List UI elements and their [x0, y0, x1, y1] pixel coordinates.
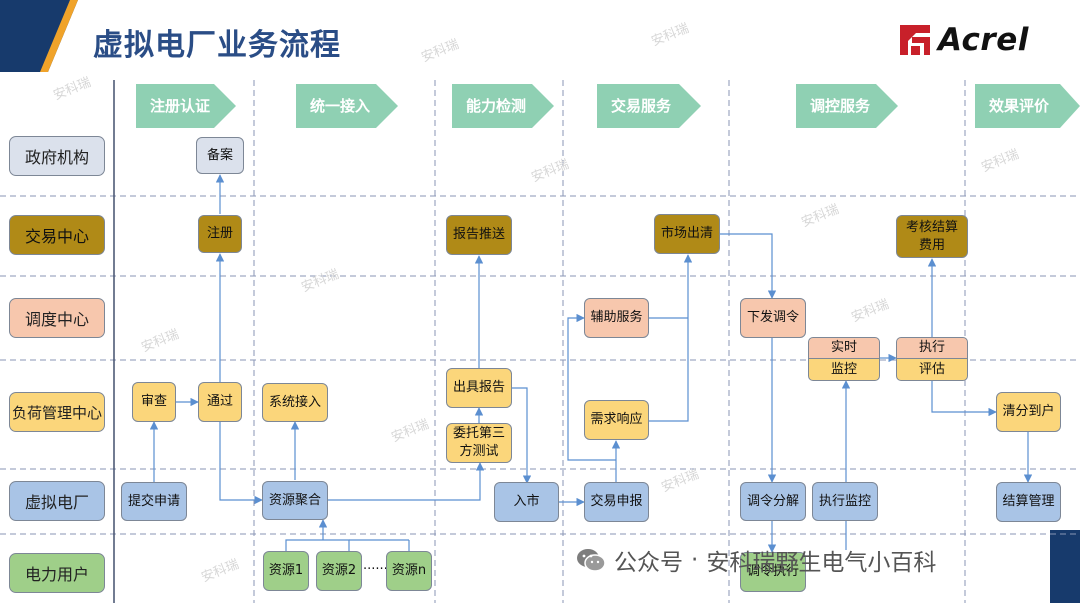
node-resource-n: 资源n: [386, 551, 432, 591]
node-demand-response: 需求响应: [584, 400, 649, 440]
node-monitoring: 监控: [808, 358, 880, 381]
node-evaluation: 评估: [896, 358, 968, 381]
node-assessment-line2: 费用: [918, 237, 945, 253]
node-execution: 执行: [896, 337, 968, 359]
wechat-account-name: 安科瑞野生电气小百科: [706, 550, 937, 576]
node-submit-application: 提交申请: [121, 482, 187, 521]
phase-arrow-capability: 能力检测: [452, 84, 554, 128]
phase-label: 交易服务: [611, 97, 672, 115]
node-realtime: 实时: [808, 337, 880, 359]
resource-ellipsis: ·······: [363, 562, 392, 577]
lane-virtual-power-plant: 虚拟电厂: [9, 481, 105, 521]
phase-label: 注册认证: [150, 97, 211, 115]
page-title: 虚拟电厂业务流程: [93, 28, 341, 63]
node-report-push: 报告推送: [446, 215, 512, 255]
wechat-label: 公众号: [614, 550, 683, 576]
node-filing: 备案: [196, 137, 244, 174]
node-market-clearing: 市场出清: [654, 214, 720, 254]
lane-dispatch-center: 调度中心: [9, 298, 105, 338]
node-review: 审查: [132, 382, 176, 422]
node-issue-dispatch-order: 下发调令: [740, 298, 806, 338]
phase-label: 效果评价: [989, 97, 1050, 115]
node-settlement-management: 结算管理: [996, 482, 1061, 522]
lane-trading-center: 交易中心: [9, 215, 105, 255]
lane-government: 政府机构: [9, 136, 105, 176]
lane-load-management: 负荷管理中心: [9, 392, 105, 432]
lane-power-user: 电力用户: [9, 553, 105, 593]
connectors: [149, 174, 1033, 553]
phase-arrow-evaluation: 效果评价: [975, 84, 1080, 128]
node-system-access: 系统接入: [262, 383, 328, 422]
node-third-party-test-line1: 委托第三: [452, 426, 505, 441]
node-resource-2: 资源2: [316, 551, 362, 591]
logo-text: Acrel: [938, 22, 1029, 58]
node-order-execution: 调令执行: [740, 552, 806, 592]
acrel-logo-icon: [900, 25, 930, 55]
wechat-account-label: 公众号 · 安科瑞野生电气小百科: [576, 543, 936, 577]
node-assessment-settlement: 考核结算 费用: [896, 215, 968, 258]
wechat-separator: ·: [691, 547, 699, 573]
phase-label: 调控服务: [810, 97, 871, 115]
node-order-decomposition: 调令分解: [740, 482, 806, 521]
node-resource-1: 资源1: [263, 551, 309, 591]
corner-bar-bottom-right: [1050, 530, 1080, 603]
node-market-entry: 入市: [494, 482, 559, 522]
node-register: 注册: [198, 215, 242, 253]
wechat-icon: [577, 549, 606, 572]
phase-arrow-access: 统一接入: [296, 84, 398, 128]
phase-label: 能力检测: [466, 97, 527, 115]
node-third-party-test: 委托第三 方测试: [446, 423, 512, 463]
node-clear-to-household: 清分到户: [996, 392, 1061, 432]
node-third-party-test-line2: 方测试: [459, 444, 499, 459]
node-ancillary-service: 辅助服务: [584, 298, 649, 338]
phase-label: 统一接入: [310, 97, 371, 115]
node-assessment-line1: 考核结算: [905, 219, 958, 235]
phase-arrow-trading: 交易服务: [597, 84, 701, 128]
node-execution-monitoring: 执行监控: [812, 482, 878, 521]
corner-decoration: [0, 0, 78, 72]
brand-logo: Acrel: [898, 22, 1029, 58]
node-approved: 通过: [198, 382, 242, 422]
node-issue-report: 出具报告: [446, 368, 512, 408]
node-resource-aggregation: 资源聚合: [262, 481, 328, 520]
node-trade-declaration: 交易申报: [584, 482, 649, 522]
phase-arrow-control: 调控服务: [796, 84, 898, 128]
phase-arrow-register: 注册认证: [136, 84, 236, 128]
